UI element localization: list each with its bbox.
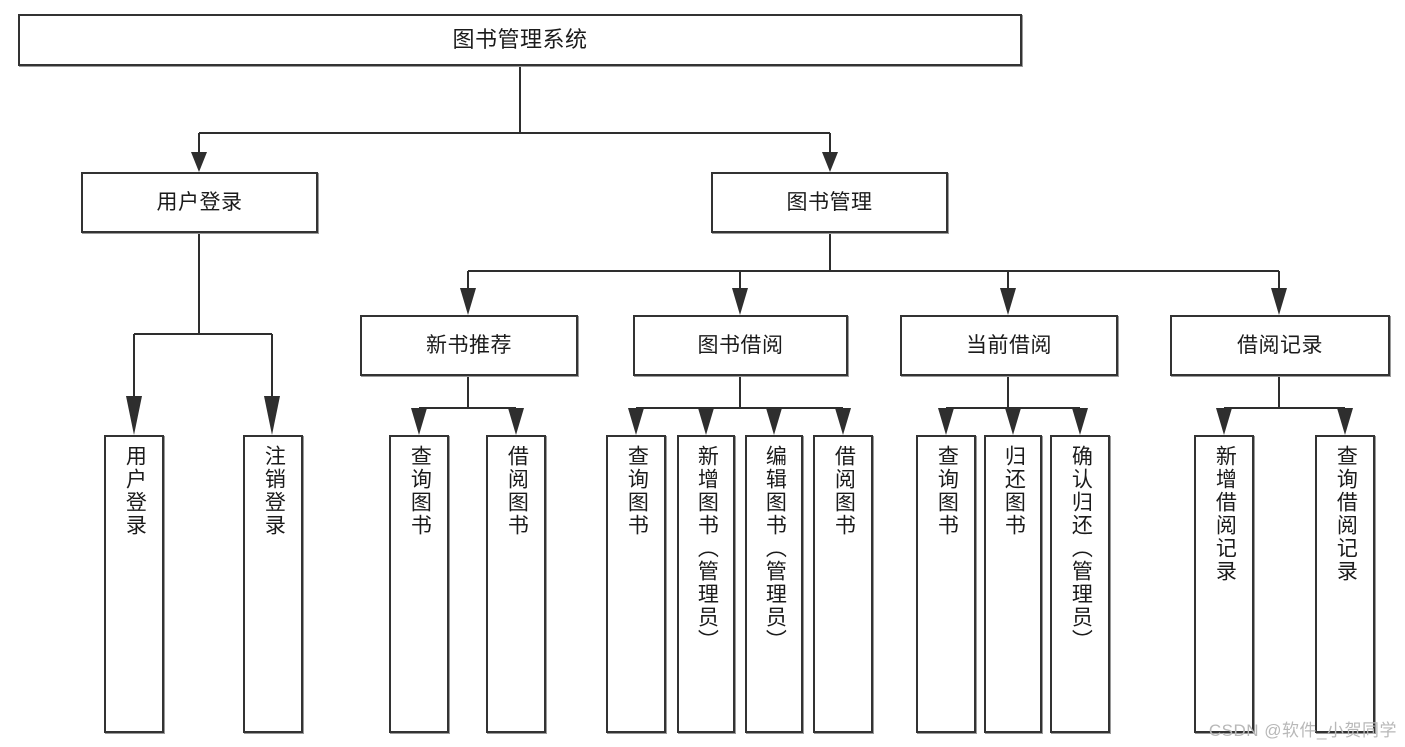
node-label: 编辑图书（管理员） [763, 445, 787, 652]
node-label: 图书管理系统 [452, 26, 588, 52]
node-label: 借阅图书 [832, 445, 856, 537]
node-label: 注销登录 [262, 445, 286, 537]
node-current-borrowing[interactable]: 当前借阅 [900, 315, 1118, 376]
node-label: 图书借阅 [697, 333, 784, 357]
leaf-query-books-borrow[interactable]: 查询图书 [606, 435, 666, 733]
node-label: 借阅记录 [1237, 333, 1323, 357]
node-root-book-management-system[interactable]: 图书管理系统 [18, 14, 1022, 66]
leaf-borrow-books-new-book[interactable]: 借阅图书 [486, 435, 546, 733]
node-borrowing-records[interactable]: 借阅记录 [1170, 315, 1390, 376]
node-label: 用户登录 [123, 445, 147, 537]
node-label: 查询图书 [625, 445, 649, 537]
leaf-add-book-admin[interactable]: 新增图书（管理员） [677, 435, 735, 733]
node-label: 查询图书 [408, 445, 432, 537]
leaf-return-books[interactable]: 归还图书 [984, 435, 1042, 733]
leaf-user-login[interactable]: 用户登录 [104, 435, 164, 733]
node-new-book-recommendation[interactable]: 新书推荐 [360, 315, 578, 376]
node-label: 借阅图书 [505, 445, 529, 537]
node-label: 查询图书 [935, 445, 959, 537]
node-label: 新增借阅记录 [1213, 445, 1237, 583]
node-label: 新书推荐 [426, 333, 512, 357]
node-label: 图书管理 [786, 190, 873, 214]
node-label: 当前借阅 [966, 333, 1052, 357]
leaf-confirm-return-admin[interactable]: 确认归还（管理员） [1050, 435, 1110, 733]
node-book-borrowing[interactable]: 图书借阅 [633, 315, 848, 376]
leaf-borrow-books[interactable]: 借阅图书 [813, 435, 873, 733]
leaf-add-borrow-record[interactable]: 新增借阅记录 [1194, 435, 1254, 733]
leaf-query-books-new-book[interactable]: 查询图书 [389, 435, 449, 733]
node-user-login[interactable]: 用户登录 [81, 172, 318, 233]
node-book-management[interactable]: 图书管理 [711, 172, 948, 233]
leaf-edit-book-admin[interactable]: 编辑图书（管理员） [745, 435, 803, 733]
node-label: 确认归还（管理员） [1069, 445, 1093, 652]
node-label: 归还图书 [1002, 445, 1026, 537]
leaf-query-books-current[interactable]: 查询图书 [916, 435, 976, 733]
leaf-query-borrow-record[interactable]: 查询借阅记录 [1315, 435, 1375, 733]
node-label: 查询借阅记录 [1334, 445, 1358, 583]
leaf-logout[interactable]: 注销登录 [243, 435, 303, 733]
node-label: 用户登录 [156, 190, 243, 214]
node-label: 新增图书（管理员） [695, 445, 719, 652]
